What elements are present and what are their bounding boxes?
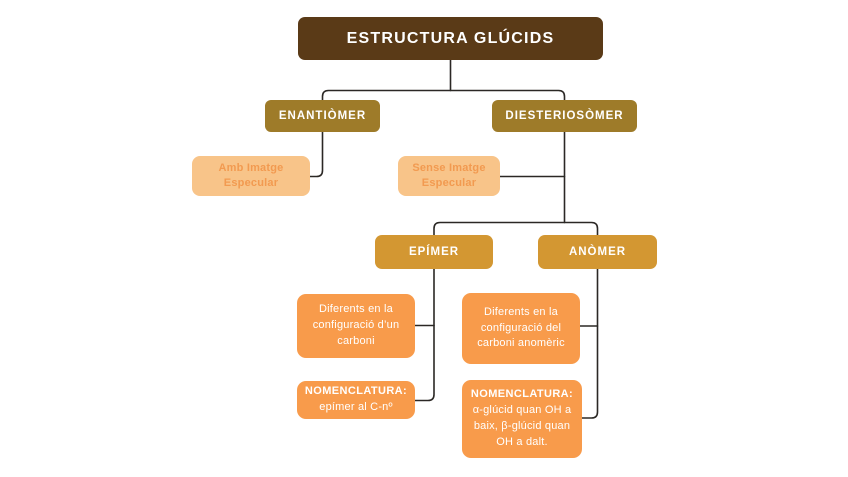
- node-anomer: ANÒMER: [538, 235, 657, 269]
- node-nomenclatura-epimer-heading: NOMENCLATURA:: [304, 385, 408, 398]
- node-nomenclatura-anomer: NOMENCLATURA: α-glúcid quan OH a baix, β…: [462, 380, 582, 458]
- node-nomenclatura-epimer: NOMENCLATURA: epímer al C-nº: [297, 381, 415, 419]
- node-epimer-label: EPÍMER: [408, 246, 460, 258]
- connector-epimer-anomer-split: [433, 221, 599, 236]
- node-anomer-label: ANÒMER: [568, 246, 627, 258]
- node-diesteriosomer: DIESTERIOSÒMER: [492, 100, 637, 132]
- node-sense-imatge-especular-label: Sense Imatge Especular: [412, 161, 486, 189]
- node-sense-imatge-especular: Sense Imatge Especular: [398, 156, 500, 196]
- node-amb-imatge-especular: Amb Imatge Especular: [192, 156, 310, 196]
- node-nomenclatura-anomer-heading: NOMENCLATURA:: [470, 388, 574, 401]
- connector-anomer-stem: [581, 268, 599, 419]
- node-diesteriosomer-label: DIESTERIOSÒMER: [505, 110, 624, 122]
- connector-epimer-stem: [414, 268, 435, 402]
- node-diferents-configuracio-carboni-anomeric: Diferents en la configuració del carboni…: [462, 293, 580, 364]
- node-estructura-glucids: ESTRUCTURA GLÚCIDS: [298, 17, 603, 60]
- node-nomenclatura-anomer-body: α-glúcid quan OH a baix, β-glúcid quan O…: [472, 404, 572, 448]
- node-epimer: EPÍMER: [375, 235, 493, 269]
- node-enantiomer: ENANTIÒMER: [265, 100, 380, 132]
- node-estructura-glucids-label: ESTRUCTURA GLÚCIDS: [346, 29, 555, 47]
- node-diferents-configuracio-carboni-anomeric-label: Diferents en la configuració del carboni…: [477, 305, 565, 350]
- connector-enantiomer-amb: [309, 131, 324, 178]
- node-diferents-configuracio-un-carboni-label: Diferents en la configuració d’un carbon…: [312, 303, 400, 347]
- node-amb-imatge-especular-label: Amb Imatge Especular: [218, 161, 284, 189]
- node-nomenclatura-epimer-body: epímer al C-nº: [319, 401, 393, 413]
- node-diferents-configuracio-un-carboni: Diferents en la configuració d’un carbon…: [297, 294, 415, 358]
- node-enantiomer-label: ENANTIÒMER: [278, 110, 367, 122]
- connector-root-split: [321, 89, 566, 101]
